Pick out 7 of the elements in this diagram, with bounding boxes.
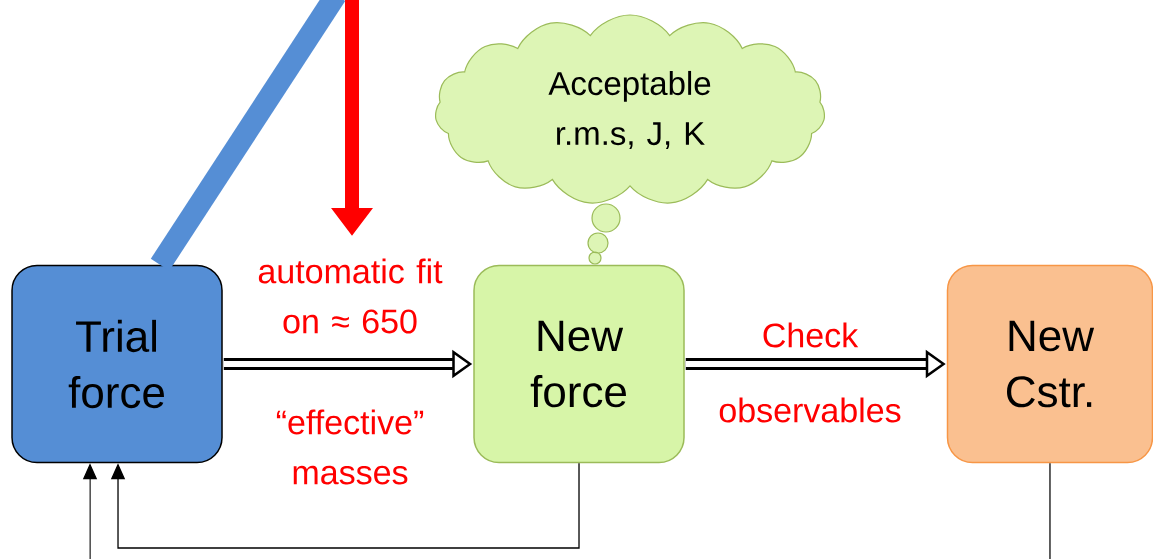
- annotation: “effective” masses: [276, 409, 424, 485]
- edge-label: Check: [763, 322, 859, 348]
- process-box: New force: [473, 264, 685, 464]
- process-box: Trial force: [11, 264, 223, 464]
- process-box: New Cstr.: [946, 264, 1153, 464]
- arrow: [110, 462, 580, 549]
- annotation: observables: [719, 397, 901, 423]
